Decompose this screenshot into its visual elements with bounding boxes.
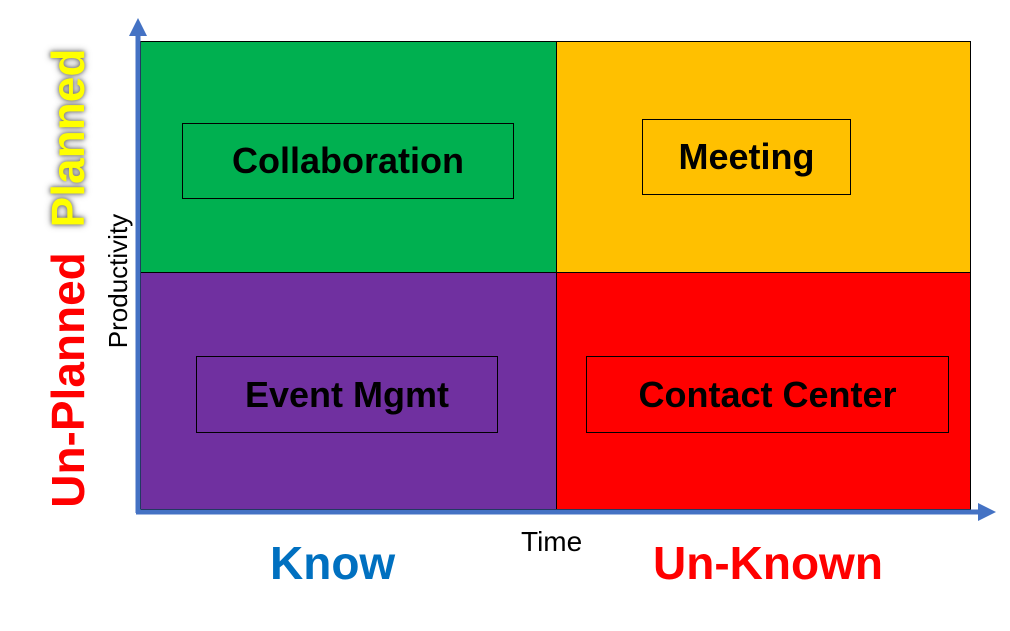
planned-label: Planned (42, 48, 94, 228)
collaboration-box: Collaboration (182, 123, 514, 199)
quadrant-contact-center (556, 272, 971, 510)
meeting-box: Meeting (642, 119, 851, 195)
contact-center-box: Contact Center (586, 356, 949, 433)
know-label: Know (270, 537, 396, 589)
unplanned-label: Un-Planned (42, 252, 94, 508)
unknown-label: Un-Known (653, 537, 883, 589)
quadrant-meeting (556, 41, 971, 273)
y-axis-arrow-icon (129, 18, 147, 36)
event-mgmt-box: Event Mgmt (196, 356, 498, 433)
quadrant-collaboration (140, 41, 557, 273)
y-axis-label: Productivity (102, 213, 133, 349)
x-axis-label: Time (521, 526, 583, 557)
x-axis-arrow-icon (978, 503, 996, 521)
